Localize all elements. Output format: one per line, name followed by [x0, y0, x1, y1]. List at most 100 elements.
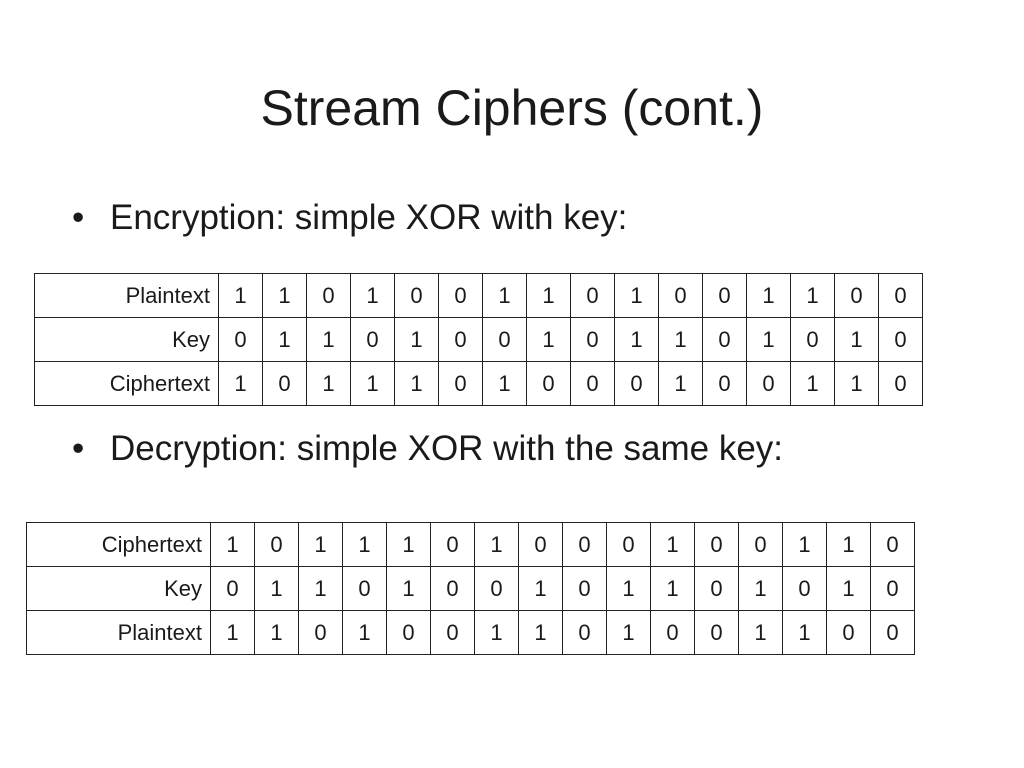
bit-cell: 0: [562, 610, 607, 655]
row-label: Plaintext: [34, 273, 219, 318]
bit-cell: 1: [298, 522, 343, 567]
row-label: Key: [34, 317, 219, 362]
bit-cell: 1: [394, 317, 439, 362]
bit-cell: 0: [658, 273, 703, 318]
bit-cell: 1: [650, 522, 695, 567]
bit-cell: 1: [606, 610, 651, 655]
bit-cell: 0: [430, 610, 475, 655]
bit-cell: 1: [658, 361, 703, 406]
bit-cell: 1: [482, 273, 527, 318]
bit-cell: 0: [210, 566, 255, 611]
bit-cell: 0: [342, 566, 387, 611]
row-label: Ciphertext: [26, 522, 211, 567]
bit-cell: 0: [254, 522, 299, 567]
bit-cell: 0: [262, 361, 307, 406]
bit-cell: 1: [826, 566, 871, 611]
bit-cell: 1: [386, 566, 431, 611]
bit-cell: 1: [254, 566, 299, 611]
bit-cell: 1: [518, 610, 563, 655]
bit-cell: 1: [826, 522, 871, 567]
row-label: Ciphertext: [34, 361, 219, 406]
bit-cell: 0: [430, 566, 475, 611]
bit-cell: 0: [702, 317, 747, 362]
bit-cell: 0: [350, 317, 395, 362]
bit-cell: 0: [606, 522, 651, 567]
bit-cell: 0: [834, 273, 879, 318]
bit-cell: 1: [526, 273, 571, 318]
bullet-encryption: •Encryption: simple XOR with key:: [72, 196, 627, 240]
bit-cell: 0: [614, 361, 659, 406]
bit-cell: 1: [218, 361, 263, 406]
bit-cell: 0: [298, 610, 343, 655]
bit-cell: 1: [782, 522, 827, 567]
bit-cell: 0: [430, 522, 475, 567]
bit-cell: 1: [262, 317, 307, 362]
bit-cell: 0: [694, 610, 739, 655]
bit-cell: 0: [694, 522, 739, 567]
slide-title: Stream Ciphers (cont.): [260, 80, 764, 136]
bit-cell: 1: [210, 610, 255, 655]
bit-cell: 1: [526, 317, 571, 362]
bit-cell: 1: [342, 522, 387, 567]
bit-cell: 0: [474, 566, 519, 611]
bit-cell: 1: [834, 361, 879, 406]
bit-cell: 1: [650, 566, 695, 611]
bit-cell: 0: [694, 566, 739, 611]
bit-cell: 1: [262, 273, 307, 318]
bit-cell: 0: [570, 273, 615, 318]
bit-cell: 0: [790, 317, 835, 362]
bullet-text: Encryption: simple XOR with key:: [110, 198, 628, 237]
bit-cell: 0: [570, 361, 615, 406]
bit-cell: 1: [210, 522, 255, 567]
bit-cell: 0: [826, 610, 871, 655]
bit-cell: 1: [518, 566, 563, 611]
bit-cell: 0: [870, 610, 915, 655]
bit-cell: 0: [870, 522, 915, 567]
bit-cell: 1: [614, 273, 659, 318]
bit-cell: 0: [738, 522, 783, 567]
bit-cell: 0: [518, 522, 563, 567]
bit-cell: 1: [782, 610, 827, 655]
bit-cell: 0: [570, 317, 615, 362]
bit-cell: 0: [394, 273, 439, 318]
bit-cell: 0: [878, 273, 923, 318]
bit-cell: 1: [482, 361, 527, 406]
bit-cell: 0: [562, 566, 607, 611]
bit-cell: 0: [526, 361, 571, 406]
bit-cell: 1: [738, 610, 783, 655]
bit-cell: 1: [386, 522, 431, 567]
bit-cell: 1: [350, 361, 395, 406]
bit-cell: 1: [342, 610, 387, 655]
bit-cell: 1: [790, 361, 835, 406]
bit-cell: 0: [870, 566, 915, 611]
bit-cell: 0: [650, 610, 695, 655]
bit-cell: 0: [878, 317, 923, 362]
bit-cell: 1: [606, 566, 651, 611]
bit-cell: 0: [482, 317, 527, 362]
bit-cell: 1: [834, 317, 879, 362]
bit-cell: 1: [614, 317, 659, 362]
row-label: Plaintext: [26, 610, 211, 655]
bit-cell: 0: [386, 610, 431, 655]
bullet-text: Decryption: simple XOR with the same key…: [110, 429, 784, 468]
bit-cell: 1: [306, 361, 351, 406]
bit-cell: 0: [782, 566, 827, 611]
bit-cell: 1: [746, 273, 791, 318]
bit-cell: 0: [702, 361, 747, 406]
bit-cell: 1: [218, 273, 263, 318]
bit-cell: 0: [438, 273, 483, 318]
bit-cell: 1: [738, 566, 783, 611]
bit-cell: 1: [254, 610, 299, 655]
bit-cell: 1: [790, 273, 835, 318]
bit-cell: 1: [306, 317, 351, 362]
bullet-decryption: • Decryption: simple XOR with the same ke…: [72, 427, 783, 471]
bullet-marker: •: [72, 429, 85, 468]
bit-cell: 0: [438, 361, 483, 406]
